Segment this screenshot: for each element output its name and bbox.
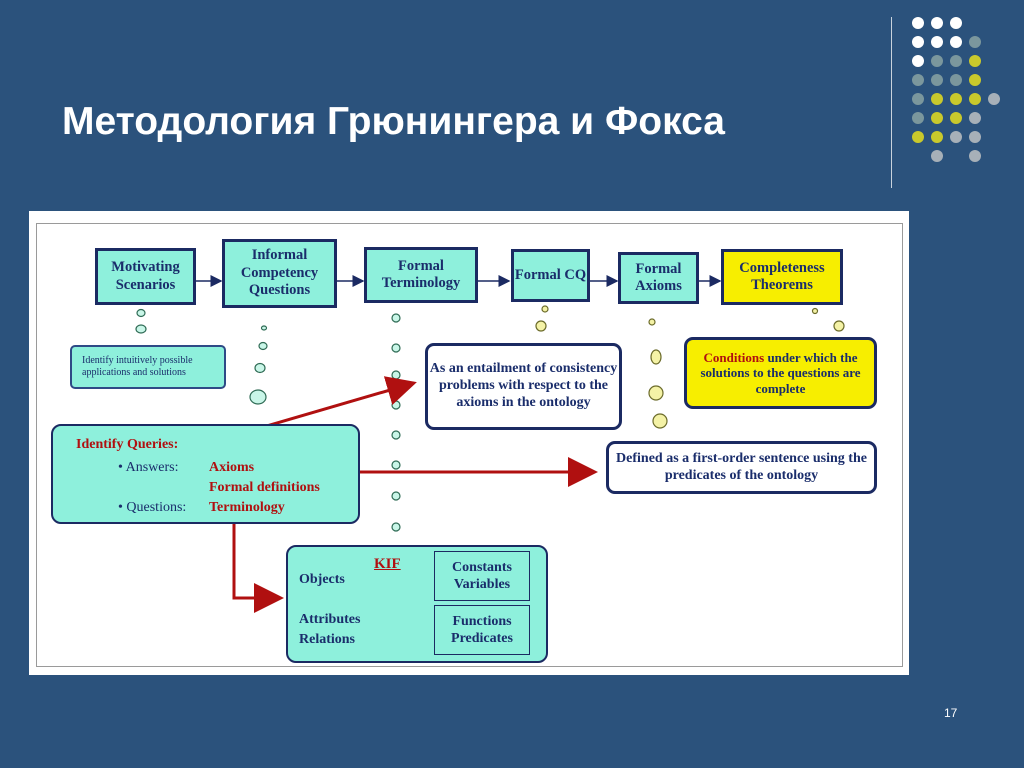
stage-formal-axioms: Formal Axioms — [618, 252, 699, 304]
scenario-note-text: Identify intuitively possible applicatio… — [82, 355, 193, 378]
bubble-trail-yellow — [535, 305, 845, 429]
question-terminology: Terminology — [209, 500, 285, 515]
questions-to-kif-arrow — [232, 524, 284, 613]
slide-title: Методология Грюнингера и Фокса — [62, 100, 725, 143]
queries-title: Identify Queries: — [76, 437, 179, 452]
stage-label: Completeness Theorems — [739, 259, 825, 293]
functions-predicates-box: Functions Predicates — [434, 605, 530, 655]
answer-axioms: Axioms — [209, 460, 255, 475]
attributes-label: Attributes — [299, 612, 361, 627]
completeness-note-rest: under which the solutions to the questio… — [700, 349, 861, 396]
stage-completeness-theorems: Completeness Theorems — [721, 249, 843, 305]
decorative-dot-grid — [912, 17, 1000, 162]
stage-label: Formal Terminology — [381, 257, 461, 291]
fol-note: Defined as a first-order sentence using … — [606, 441, 877, 494]
answers-label: • Answers: — [118, 460, 179, 475]
kif-box — [286, 545, 548, 663]
methodology-figure: Motivating Scenarios Informal Competency… — [29, 211, 909, 675]
objects-label: Objects — [299, 572, 345, 587]
completeness-note: Conditions under which the solutions to … — [684, 337, 877, 409]
entailment-note: As an entailment of consistency problems… — [425, 343, 622, 430]
constants-variables-box: Constants Variables — [434, 551, 530, 601]
completeness-note-text: Conditions under which the solutions to … — [687, 350, 874, 397]
identify-queries-box — [51, 424, 360, 524]
entailment-note-text: As an entailment of consistency problems… — [429, 361, 618, 410]
questions-label: • Questions: — [118, 500, 187, 515]
page-number: 17 — [944, 706, 958, 720]
stage-formal-terminology: Formal Terminology — [364, 247, 478, 303]
scenario-note: Identify intuitively possible applicatio… — [70, 345, 226, 389]
title-divider-line — [891, 17, 892, 188]
predicates-label: Predicates — [451, 631, 513, 646]
stage-formal-cq: Formal CQ — [511, 249, 590, 302]
stage-label: Motivating Scenarios — [111, 259, 180, 293]
dot-grid-icon — [912, 17, 1000, 162]
figure-frame — [36, 223, 903, 667]
kif-label: KIF — [374, 556, 401, 572]
stage-motivating-scenarios: Motivating Scenarios — [95, 248, 196, 305]
variables-label: Variables — [453, 577, 511, 592]
answer-formal-definitions: Formal definitions — [209, 480, 320, 495]
fol-note-text: Defined as a first-order sentence using … — [616, 450, 867, 483]
stage-label: Informal Competency Questions — [240, 247, 319, 299]
conditions-highlight: Conditions — [703, 349, 765, 365]
relations-label: Relations — [299, 632, 355, 647]
bubble-trail — [135, 308, 401, 532]
stage-informal-competency-questions: Informal Competency Questions — [222, 239, 337, 308]
functions-label: Functions — [452, 613, 512, 629]
stage-label: Formal Axioms — [635, 260, 682, 294]
stage-label: Formal CQ — [514, 266, 587, 283]
constants-label: Constants — [452, 559, 512, 575]
